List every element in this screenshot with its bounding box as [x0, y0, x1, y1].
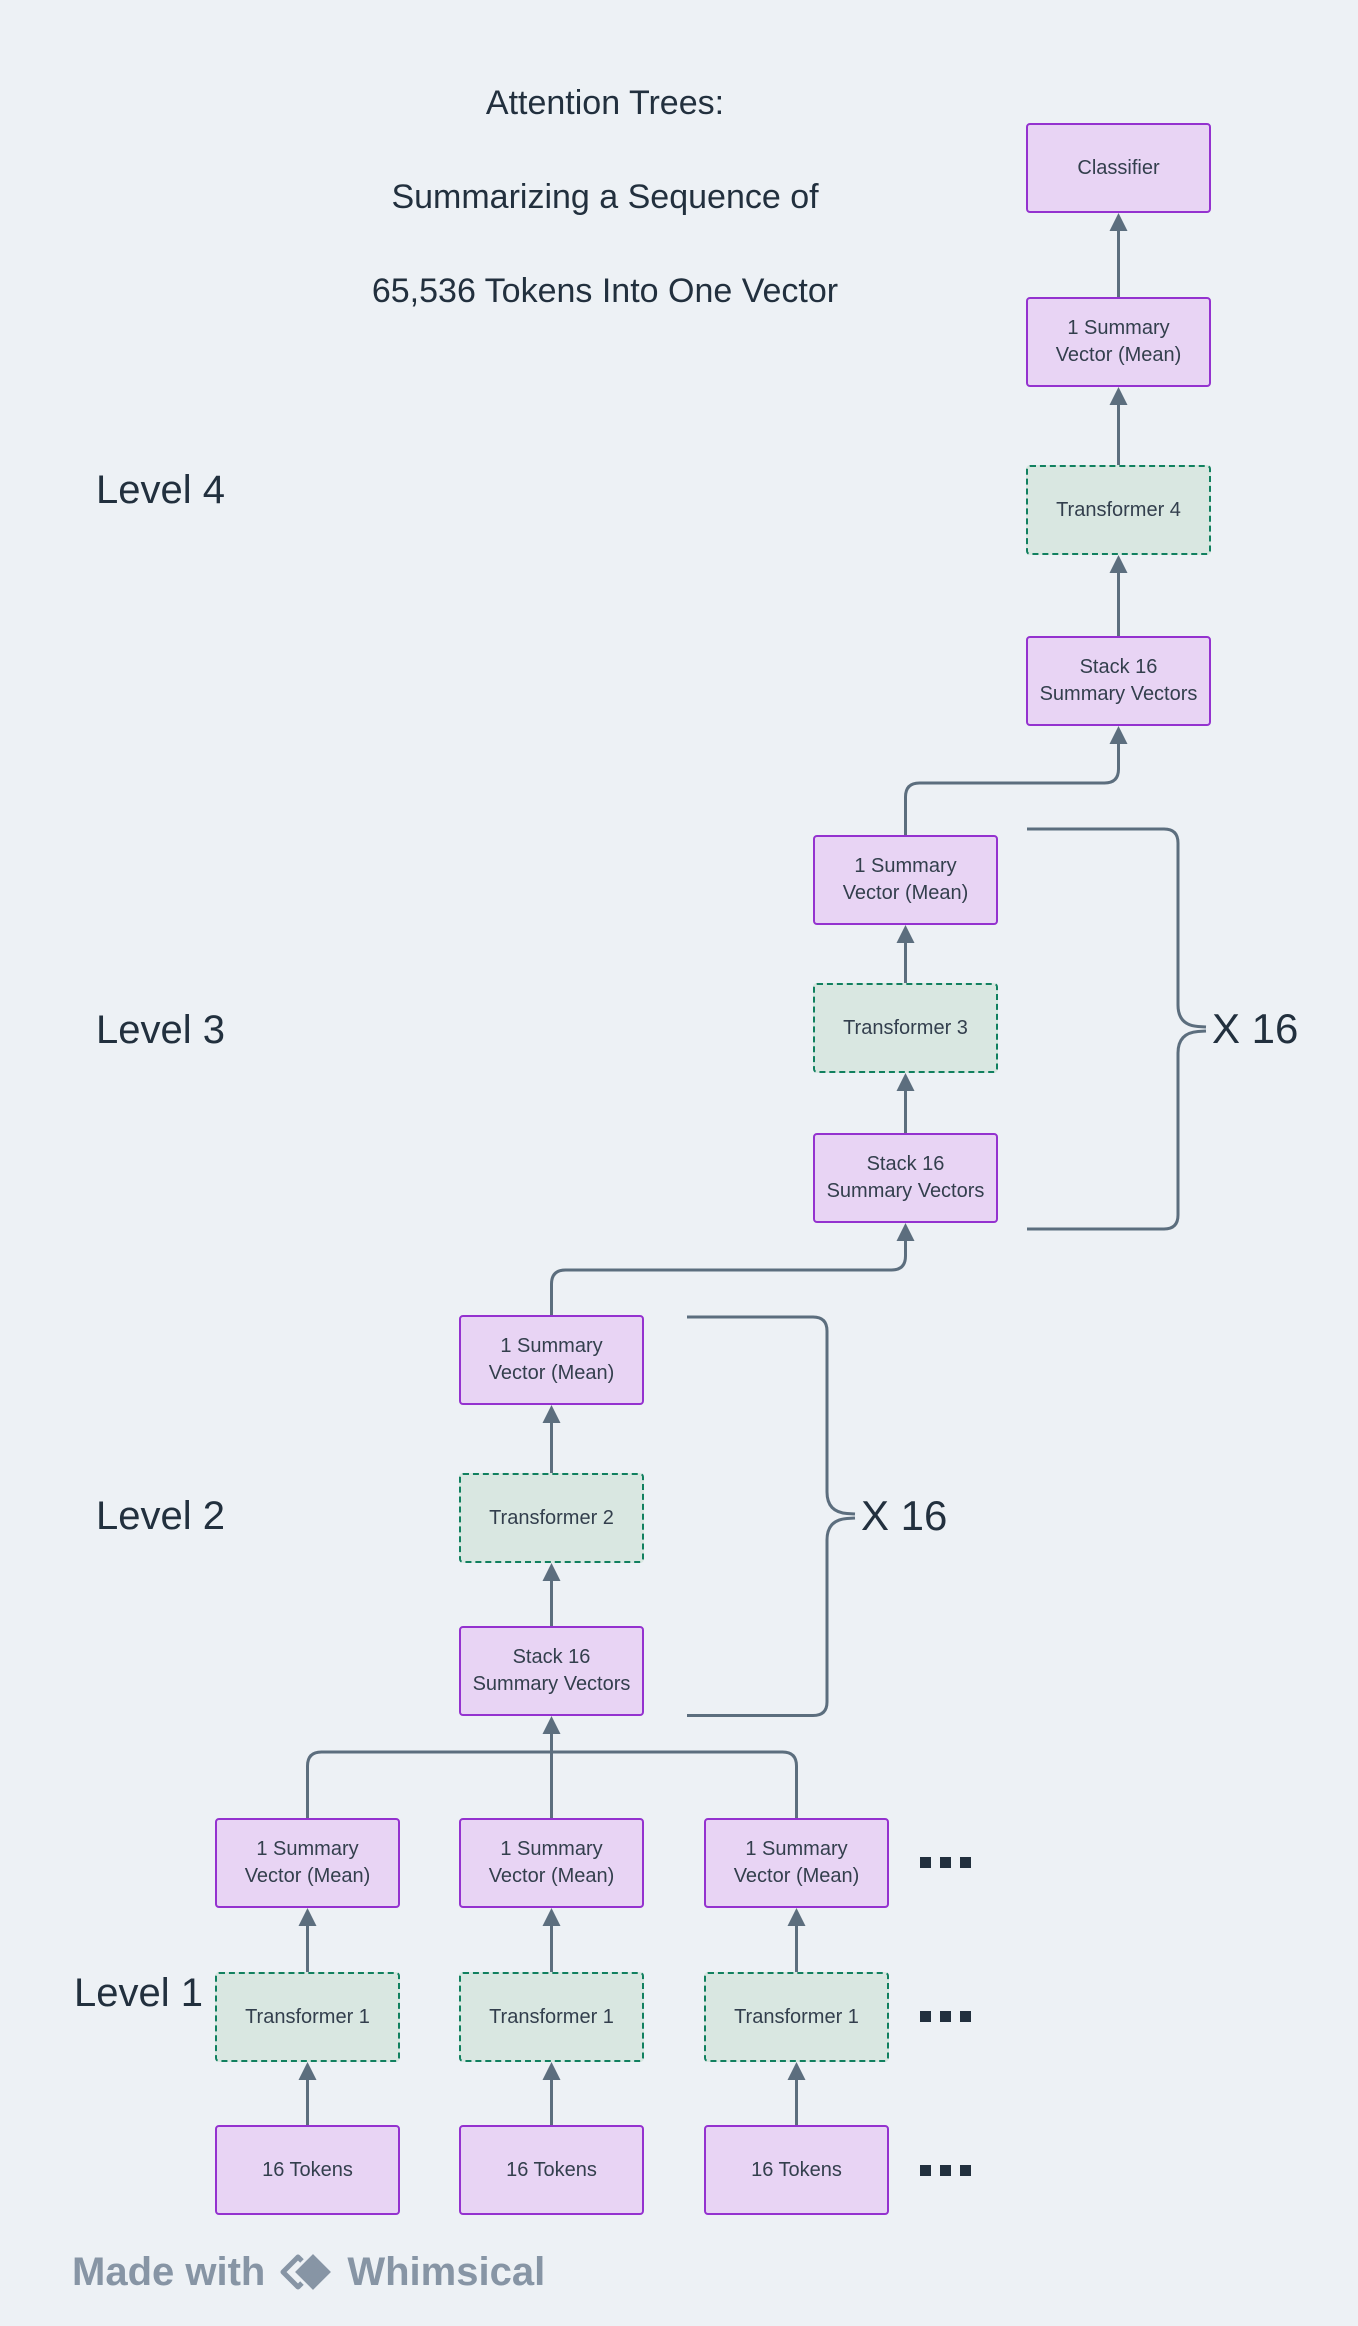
brace-level3-upper [1027, 827, 1207, 1029]
ellipsis-dot [940, 1857, 951, 1868]
node-transformer-1c: Transformer 1 [704, 1972, 889, 2062]
repeat-x16-level3: X 16 [1212, 1005, 1299, 1052]
ellipsis-icon-transformer-row [920, 2011, 971, 2022]
node-tokens-1a: 16 Tokens [215, 2125, 400, 2215]
made-with-label: Made with [72, 2249, 266, 2294]
ellipsis-dot [940, 2165, 951, 2176]
ellipsis-dot [960, 2165, 971, 2176]
node-l1b-summary-vector: 1 Summary Vector (Mean) [459, 1818, 644, 1908]
node-transformer-2: Transformer 2 [459, 1473, 644, 1563]
node-l4-stack-vectors: Stack 16 Summary Vectors [1026, 636, 1211, 726]
ellipsis-dot [960, 1857, 971, 1868]
ellipsis-dot [940, 2011, 951, 2022]
level-2-label: Level 2 [96, 1494, 225, 1538]
ellipsis-dot [960, 2011, 971, 2022]
ellipsis-dot [920, 1857, 931, 1868]
node-transformer-1a: Transformer 1 [215, 1972, 400, 2062]
watermark: Made with Whimsical [72, 2248, 545, 2296]
diagram-title: Attention Trees: Summarizing a Sequence … [252, 80, 958, 315]
ellipsis-dot [920, 2011, 931, 2022]
node-l1a-summary-vector: 1 Summary Vector (Mean) [215, 1818, 400, 1908]
whimsical-logo-icon [280, 2250, 335, 2294]
elbow-level2-to-level3-stack [550, 1223, 915, 1315]
node-classifier: Classifier [1026, 123, 1211, 213]
node-transformer-1b: Transformer 1 [459, 1972, 644, 2062]
node-l2-stack-vectors: Stack 16 Summary Vectors [459, 1626, 644, 1716]
elbow-level3-to-level4-stack [904, 726, 1128, 835]
level-4-label: Level 4 [96, 468, 225, 512]
repeat-x16-level2: X 16 [861, 1492, 948, 1539]
node-l4-summary-vector: 1 Summary Vector (Mean) [1026, 297, 1211, 387]
level-1-label: Level 1 [74, 1971, 203, 2015]
ellipsis-icon-summary-row [920, 1857, 971, 1868]
node-l3-summary-vector: 1 Summary Vector (Mean) [813, 835, 998, 925]
level-3-label: Level 3 [96, 1008, 225, 1052]
brace-level2-upper [687, 1315, 856, 1516]
brand-label: Whimsical [347, 2249, 546, 2294]
node-transformer-4: Transformer 4 [1026, 465, 1211, 555]
title-line-3: 65,536 Tokens Into One Vector [371, 272, 839, 310]
brace-level2-lower [687, 1516, 856, 1717]
title-line-2: Summarizing a Sequence of [391, 178, 819, 216]
node-tokens-1b: 16 Tokens [459, 2125, 644, 2215]
title-line-1: Attention Trees: [485, 84, 725, 122]
ellipsis-icon-tokens-row [920, 2165, 971, 2176]
node-transformer-3: Transformer 3 [813, 983, 998, 1073]
node-l1c-summary-vector: 1 Summary Vector (Mean) [704, 1818, 889, 1908]
node-l2-summary-vector: 1 Summary Vector (Mean) [459, 1315, 644, 1405]
node-l3-stack-vectors: Stack 16 Summary Vectors [813, 1133, 998, 1223]
node-tokens-1c: 16 Tokens [704, 2125, 889, 2215]
brace-level3-lower [1027, 1029, 1207, 1231]
ellipsis-dot [920, 2165, 931, 2176]
